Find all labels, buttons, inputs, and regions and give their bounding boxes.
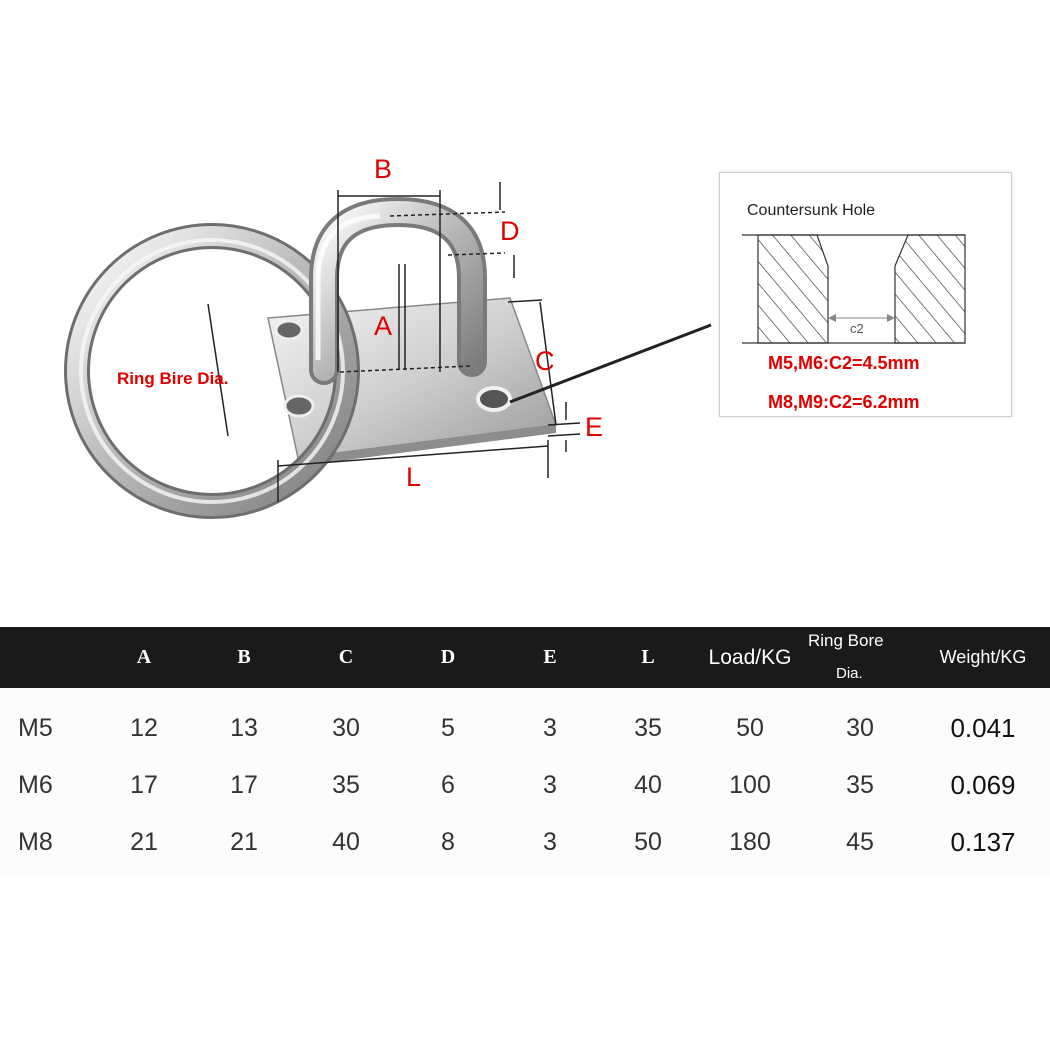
dimension-label-l: L: [406, 462, 421, 492]
countersink-spec-m8-m9: M8,M9:C2=6.2mm: [768, 392, 920, 412]
cell-e: 3: [543, 771, 557, 799]
cell-weight: 0.069: [950, 770, 1016, 800]
header-load: Load/KG: [708, 645, 792, 669]
table-background: [0, 688, 1050, 876]
cell-ring-bore: 35: [846, 771, 874, 799]
cell-c: 40: [332, 828, 360, 856]
cell-model: M8: [18, 828, 53, 856]
table-row: M5 12 13 30 5 3 35 50 30 0.041: [0, 700, 1050, 757]
cell-ring-bore: 45: [846, 828, 874, 856]
header-weight: Weight/KG: [939, 647, 1027, 667]
table-header-row: A B C D E L Load/KG Ring Bore Dia. Weigh…: [0, 627, 1050, 688]
spec-table: A B C D E L Load/KG Ring Bore Dia. Weigh…: [0, 627, 1050, 871]
dimension-label-c: C: [535, 346, 555, 376]
header-d: D: [440, 646, 456, 668]
cell-c: 35: [332, 771, 360, 799]
cell-a: 17: [130, 771, 158, 799]
cell-d: 6: [441, 771, 455, 799]
cell-e: 3: [543, 828, 557, 856]
cell-a: 21: [130, 828, 158, 856]
cell-ring-bore: 30: [846, 714, 874, 742]
dimension-label-a: A: [374, 311, 392, 341]
cell-load: 180: [729, 828, 771, 856]
c2-label: c2: [850, 321, 864, 336]
cell-l: 35: [634, 714, 662, 742]
table-row: M8 21 21 40 8 3 50 180 45 0.137: [0, 814, 1050, 871]
dimension-label-e: E: [585, 412, 603, 442]
ring-diameter-label: Ring Bire Dia.: [117, 369, 228, 388]
cell-weight: 0.041: [950, 713, 1016, 743]
cell-b: 17: [230, 771, 258, 799]
countersink-spec-m5-m6: M5,M6:C2=4.5mm: [768, 353, 920, 373]
cell-load: 50: [736, 714, 764, 742]
header-c: C: [338, 646, 354, 668]
cell-c: 30: [332, 714, 360, 742]
table-row: M6 17 17 35 6 3 40 100 35 0.069: [0, 757, 1050, 814]
header-l: L: [641, 646, 655, 668]
product-illustration: B D A C E L Ring Bire Dia.: [64, 154, 712, 519]
cell-model: M5: [18, 714, 53, 742]
header-a: A: [136, 646, 152, 668]
u-bolt: [309, 196, 487, 385]
cell-weight: 0.137: [950, 827, 1016, 857]
countersunk-hole-drawing: c2: [742, 234, 966, 344]
cell-b: 21: [230, 828, 258, 856]
cell-a: 12: [130, 714, 158, 742]
cell-model: M6: [18, 771, 53, 799]
header-e: E: [543, 646, 557, 668]
cell-load: 100: [729, 771, 771, 799]
header-ring-bore-line2: Dia.: [836, 665, 863, 682]
cell-d: 5: [441, 714, 455, 742]
cell-l: 40: [634, 771, 662, 799]
cell-l: 50: [634, 828, 662, 856]
header-model: [0, 627, 96, 688]
countersunk-hole-inset: c2 Countersunk Hole M5,M6:C2=4.5mm M8,M9…: [719, 172, 1012, 417]
cell-d: 8: [441, 828, 455, 856]
header-ring-bore-line1: Ring Bore: [808, 631, 884, 650]
cell-e: 3: [543, 714, 557, 742]
dimension-label-b: B: [374, 154, 392, 184]
inset-title: Countersunk Hole: [747, 202, 876, 219]
dimension-label-d: D: [500, 216, 520, 246]
dimension-lines: [207, 182, 712, 502]
cell-b: 13: [230, 714, 258, 742]
header-ring-bore: Ring Bore Dia.: [804, 627, 916, 688]
header-b: B: [237, 646, 251, 668]
